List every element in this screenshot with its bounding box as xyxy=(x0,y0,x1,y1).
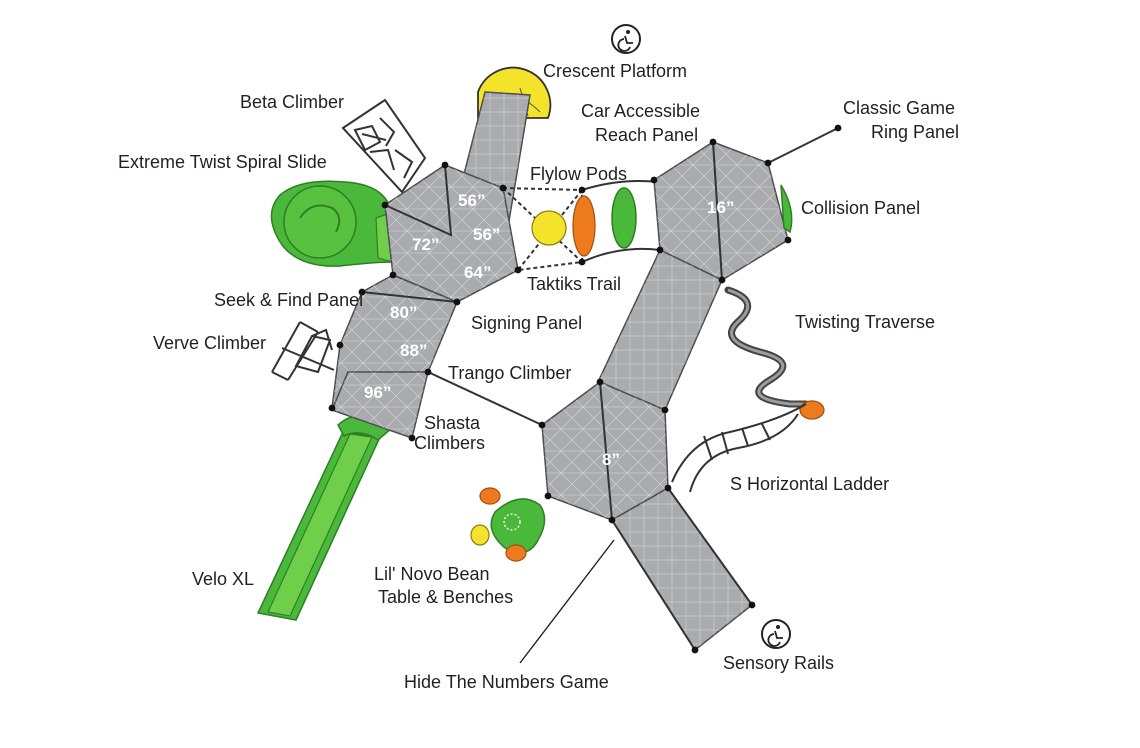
label-taktiks-trail: Taktiks Trail xyxy=(527,274,621,294)
label-reach-panel: Reach Panel xyxy=(595,125,698,145)
wheelchair-accessible-icon xyxy=(761,619,791,649)
deck-height-80: 80” xyxy=(390,303,417,322)
verve-climber xyxy=(271,321,335,381)
left-lower-decks xyxy=(330,274,458,439)
label-sensory-rails: Sensory Rails xyxy=(723,653,834,673)
label-trango-climber: Trango Climber xyxy=(448,363,571,383)
velo-xl-slide xyxy=(256,414,394,621)
lil-novo-bean-table xyxy=(470,487,546,562)
deck-height-labels: 56” 56” 72” 64” 80” 88” 96” 16” 8” xyxy=(364,191,734,469)
beta-climber xyxy=(341,98,427,194)
label-climbers: Climbers xyxy=(414,433,485,453)
label-velo-xl: Velo XL xyxy=(192,569,254,589)
label-table-benches: Table & Benches xyxy=(378,587,513,607)
deck-height-56a: 56” xyxy=(458,191,485,210)
label-lil-novo-bean: Lil' Novo Bean xyxy=(374,564,490,584)
hide-numbers-leader xyxy=(519,539,615,664)
deck-height-72: 72” xyxy=(412,235,439,254)
label-crescent-platform: Crescent Platform xyxy=(543,61,687,81)
label-hide-numbers-game: Hide The Numbers Game xyxy=(404,672,609,692)
label-signing-panel: Signing Panel xyxy=(471,313,582,333)
deck-posts xyxy=(328,124,842,654)
component-labels: Crescent Platform Beta Climber Car Acces… xyxy=(118,61,959,692)
label-car-accessible: Car Accessible xyxy=(581,101,700,121)
deck-height-56b: 56” xyxy=(473,225,500,244)
label-s-horizontal-ladder: S Horizontal Ladder xyxy=(730,474,889,494)
flylow-pods xyxy=(531,187,637,257)
trango-climber xyxy=(427,371,543,426)
label-flylow-pods: Flylow Pods xyxy=(530,164,627,184)
deck-height-16: 16” xyxy=(707,198,734,217)
label-seek-find: Seek & Find Panel xyxy=(214,290,363,310)
deck-height-8: 8” xyxy=(602,450,620,469)
label-collision-panel: Collision Panel xyxy=(801,198,920,218)
deck-height-96: 96” xyxy=(364,383,391,402)
label-shasta: Shasta xyxy=(424,413,481,433)
deck-height-88: 88” xyxy=(400,341,427,360)
label-ring-panel: Ring Panel xyxy=(871,122,959,142)
label-classic-game: Classic Game xyxy=(843,98,955,118)
deck-height-64: 64” xyxy=(464,263,491,282)
s-horizontal-ladder xyxy=(671,403,807,493)
wheelchair-accessible-icon xyxy=(611,24,641,54)
label-verve-climber: Verve Climber xyxy=(153,333,266,353)
label-beta-climber: Beta Climber xyxy=(240,92,344,112)
label-twisting-traverse: Twisting Traverse xyxy=(795,312,935,332)
extreme-twist-spiral-slide xyxy=(270,180,401,267)
twisting-traverse xyxy=(724,286,825,420)
label-extreme-twist: Extreme Twist Spiral Slide xyxy=(118,152,327,172)
right-upper-deck xyxy=(653,127,839,281)
lower-ramp xyxy=(610,487,754,652)
